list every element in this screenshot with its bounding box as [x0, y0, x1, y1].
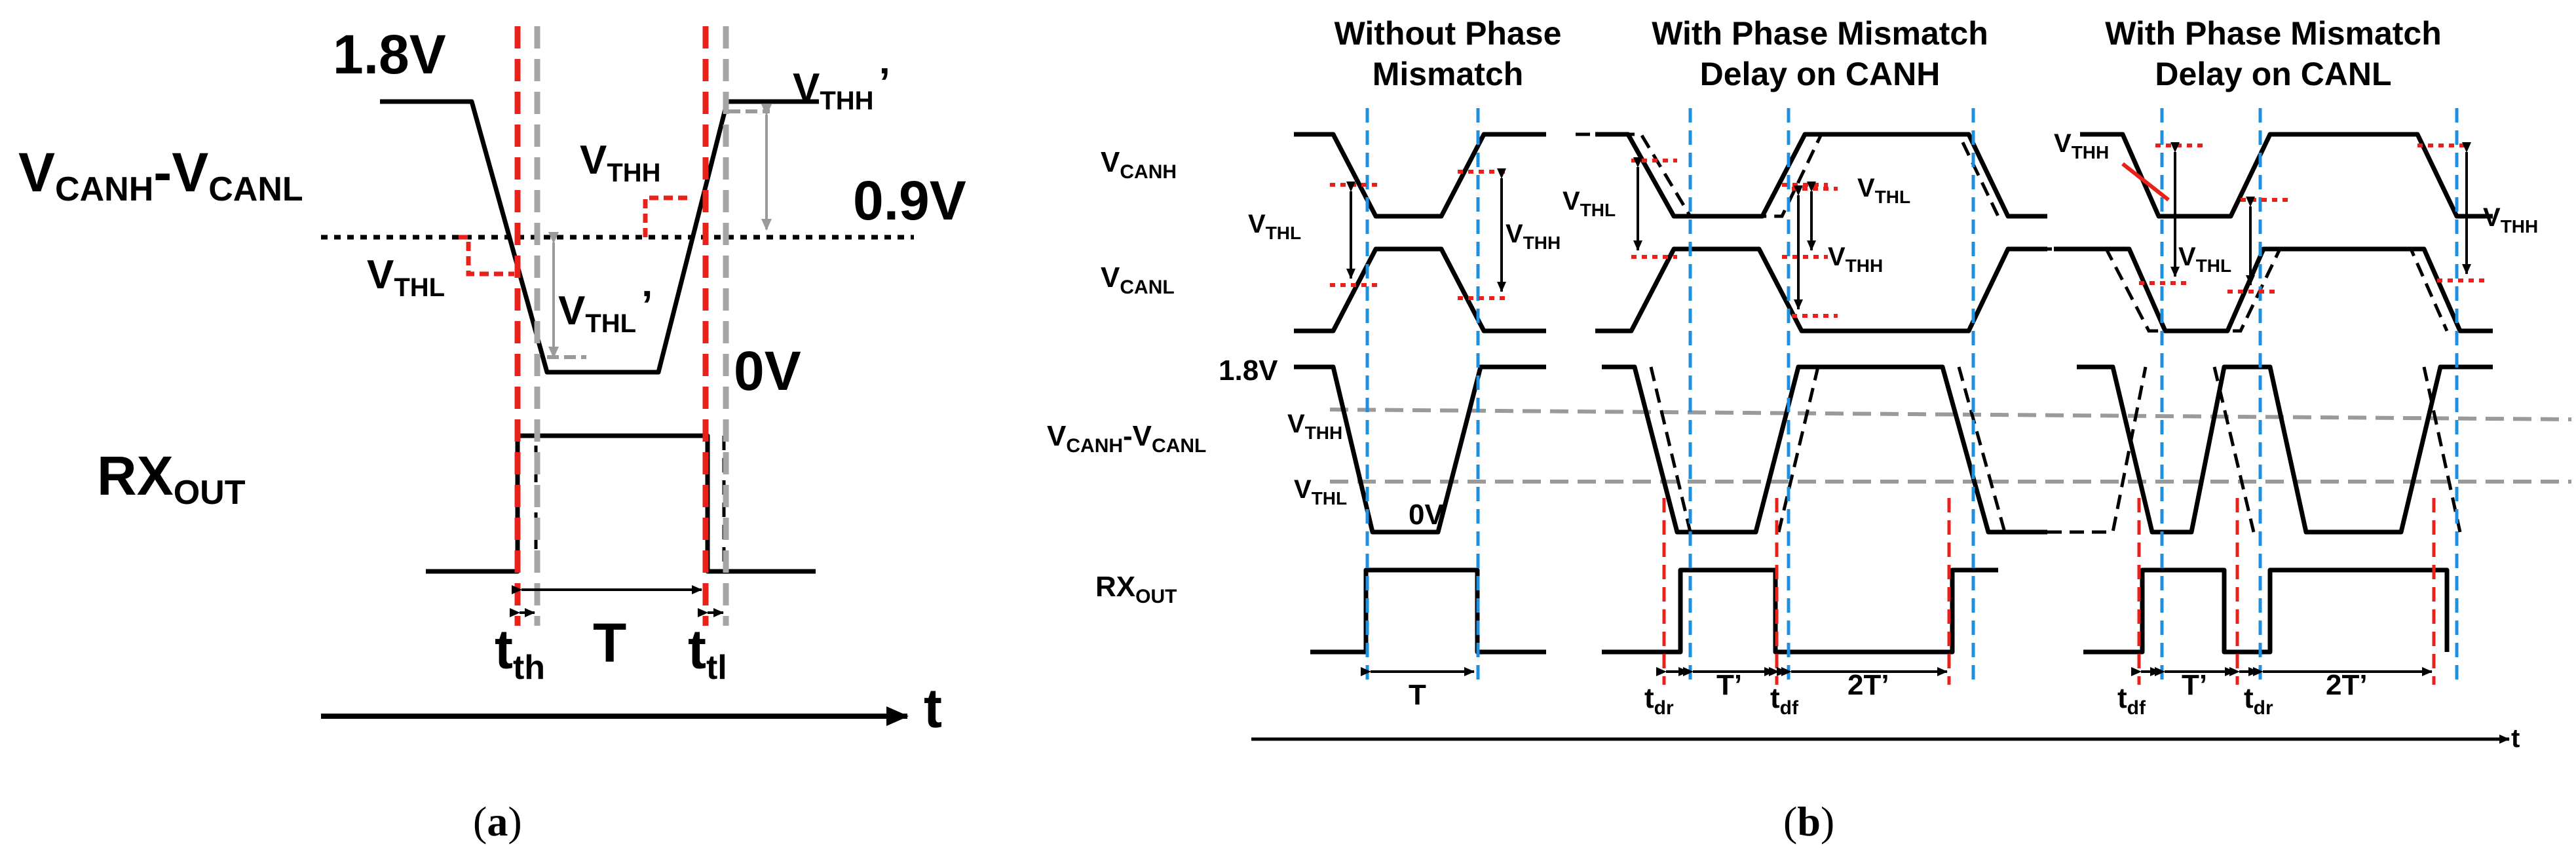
panel-a-signal-label: VCANH-VCANL — [18, 142, 303, 208]
panel-b-col2-title-2: Delay on CANH — [1700, 56, 1941, 92]
c1-rx-wave — [1310, 567, 1546, 655]
panel-a-v-high-label: 1.8V — [333, 24, 446, 85]
c3-diff-wave-delayed — [2047, 366, 2462, 534]
c2-2tprime-label: 2T’ — [1847, 669, 1889, 701]
panel-b-caption: (b) — [1783, 798, 1834, 845]
panel-a-vthh-label: VTHH — [580, 138, 661, 187]
panel-b-col1-title-2: Mismatch — [1373, 56, 1524, 92]
c1-canl-wave — [1294, 246, 1546, 334]
panel-a-caption: (a) — [473, 798, 522, 845]
c1-vthh-label: VTHH — [1506, 220, 1561, 253]
c3-vthh2-label: VTHH — [2483, 203, 2538, 237]
c2-rx-wave — [1602, 567, 1998, 655]
c2-vthh-label: VTHH — [1828, 242, 1883, 276]
panel-a: 1.8V 0.9V 0V VCANH-VCANL VTHH VTHH’ VTHL… — [18, 24, 966, 845]
c3-diff-wave — [2077, 364, 2493, 535]
panel-b-col3-title-1: With Phase Mismatch — [2105, 15, 2442, 52]
panel-b-vthh-line — [1329, 408, 2572, 421]
c2-canh-wave — [1595, 132, 2047, 219]
panel-b-vthl-label: VTHL — [1294, 475, 1347, 508]
c3-canl-wave-delayed — [2037, 247, 2449, 333]
panel-b-row-canh-label: VCANH — [1101, 146, 1177, 183]
panel-b-vthh-label: VTHH — [1287, 410, 1342, 443]
panel-b-v-high-label: 1.8V — [1219, 354, 1278, 387]
panel-a-vthl-prime-label: VTHL’ — [558, 283, 653, 338]
panel-b-column-2: VTHL VTHL VTHH tdr T’ tdf 2T’ — [1563, 108, 2047, 719]
panel-a-v-low-label: 0V — [734, 340, 801, 402]
panel-a-vthl-label: VTHL — [367, 252, 445, 302]
panel-b-col2-title-1: With Phase Mismatch — [1652, 15, 1988, 52]
c3-tdf-label: tdf — [2117, 682, 2146, 719]
c3-tdr-label: tdr — [2244, 682, 2273, 719]
panel-b-row-diff-label: VCANH-VCANL — [1047, 420, 1206, 457]
panel-b-time-axis-label: t — [2511, 724, 2520, 753]
panel-a-rxout-label: RXOUT — [97, 445, 246, 512]
panel-b-column-3: VTHH VTHL VTHH tdf T’ tdr 2T’ — [2037, 108, 2538, 719]
c2-tdr-label: tdr — [1644, 682, 1674, 719]
c2-tprime-label: T’ — [1716, 669, 1742, 701]
c1-canh-wave — [1294, 132, 1546, 219]
panel-a-vthh-prime-label: VTHH’ — [793, 60, 890, 115]
c3-tprime-label: T’ — [2182, 669, 2207, 701]
c2-diff-wave — [1602, 364, 2047, 535]
panel-a-vthh-bracket — [643, 195, 688, 237]
c3-canl-wave — [2054, 246, 2493, 334]
c3-vthl-label: VTHL — [2178, 242, 2231, 276]
panel-a-differential-waveform — [380, 99, 819, 375]
c2-diff-wave-delayed — [1649, 366, 2007, 533]
panel-b-row-canl-label: VCANL — [1101, 261, 1175, 298]
panel-a-vthl-bracket — [459, 235, 514, 277]
panel-a-rxout-delayed — [534, 436, 726, 571]
c3-vthh-label: VTHH — [2054, 129, 2109, 163]
panel-a-ttl-label: ttl — [688, 619, 727, 687]
c2-vthl-label: VTHL — [1563, 187, 1616, 220]
panel-a-v-mid-label: 0.9V — [853, 170, 966, 231]
c3-rx-wave — [2083, 567, 2450, 655]
panel-b-column-1: VTHL VTHH T — [1248, 108, 1561, 711]
panel-b: Without Phase Mismatch With Phase Mismat… — [1047, 15, 2572, 845]
c3-canh-wave — [2080, 132, 2493, 219]
panel-b-row-rx-label: RXOUT — [1095, 571, 1177, 607]
panel-a-rxout-waveform — [426, 433, 816, 574]
panel-a-period-label: T — [593, 612, 626, 674]
c1-vthl-label: VTHL — [1248, 210, 1301, 243]
c1-period-label: T — [1409, 679, 1426, 711]
c1-diff-wave — [1294, 364, 1546, 535]
c2-canh-wave-delayed — [1576, 132, 2000, 218]
c2-canl-wave — [1595, 246, 2047, 334]
c3-vthh-pointer — [2121, 162, 2170, 202]
panel-b-col3-title-2: Delay on CANL — [2155, 56, 2391, 92]
c2-vthl2-label: VTHL — [1857, 174, 1910, 207]
panel-b-col1-title-1: Without Phase — [1335, 15, 1562, 52]
c3-2tprime-label: 2T’ — [2326, 669, 2368, 701]
c2-tdf-label: tdf — [1770, 682, 1799, 719]
panel-a-tth-label: tth — [495, 619, 545, 687]
panel-a-time-axis-label: t — [924, 678, 942, 739]
